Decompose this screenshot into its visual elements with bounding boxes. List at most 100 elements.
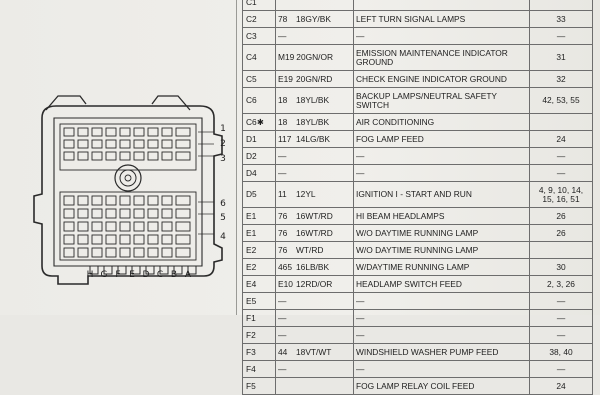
table-row: D4——— <box>242 164 593 182</box>
wire-number: — <box>278 30 287 41</box>
page-cell: 32 <box>529 70 593 88</box>
column-letter: D <box>142 270 150 280</box>
function-cell: CHECK ENGINE INDICATOR GROUND <box>353 70 530 88</box>
page-cell: — <box>529 292 593 310</box>
page-cell: 26 <box>529 207 593 225</box>
row-number: 3 <box>220 154 226 164</box>
function-cell: WINDSHIELD WASHER PUMP FEED <box>353 343 530 361</box>
page-cell: — <box>529 326 593 344</box>
function-cell: W/DAYTIME RUNNING LAMP <box>353 258 530 276</box>
wire-color: 20GN/RD <box>296 73 333 84</box>
cavity-cell: E1 <box>242 224 276 242</box>
page-cell: 42, 53, 55 <box>529 87 593 114</box>
page-cell: — <box>529 27 593 45</box>
wire-color: 16LB/BK <box>296 261 330 272</box>
page-cell: 2, 3, 26 <box>529 275 593 293</box>
table-row: F4——— <box>242 360 593 378</box>
table-row: C1 <box>242 0 593 11</box>
cavity-cell: C6 <box>242 87 276 114</box>
function-cell: FOG LAMP FEED <box>353 130 530 148</box>
function-cell: HEADLAMP SWITCH FEED <box>353 275 530 293</box>
page-cell <box>529 241 593 259</box>
cavity-cell: C2 <box>242 10 276 28</box>
wire-color: 12RD/OR <box>296 278 333 289</box>
cavity-cell: E2 <box>242 241 276 259</box>
circuit-cell: — <box>275 147 354 165</box>
function-cell: — <box>353 309 530 327</box>
page-cell: 26 <box>529 224 593 242</box>
circuit-cell: — <box>275 27 354 45</box>
table-row: D2——— <box>242 147 593 165</box>
column-letter: F <box>115 270 121 280</box>
function-cell: EMISSION MAINTENANCE INDICATOR GROUND <box>353 44 530 71</box>
page-cell: — <box>529 309 593 327</box>
wire-number: 11 <box>278 189 287 199</box>
table-row: F1——— <box>242 309 593 327</box>
cavity-cell: C1 <box>242 0 276 11</box>
page-cell: 30 <box>529 258 593 276</box>
circuit-cell: 44 18VT/WT <box>275 343 354 361</box>
cavity-cell: E4 <box>242 275 276 293</box>
function-cell: — <box>353 360 530 378</box>
cavity-cell: D4 <box>242 164 276 182</box>
function-cell: W/O DAYTIME RUNNING LAMP <box>353 224 530 242</box>
cavity-cell: C3 <box>242 27 276 45</box>
page-cell: 24 <box>529 377 593 395</box>
wire-number: E10 <box>278 278 293 289</box>
circuit-cell <box>275 377 354 395</box>
column-letter: E <box>129 270 135 280</box>
wire-number: 465 <box>278 261 292 272</box>
connector-outline-icon <box>33 95 223 285</box>
cavity-cell: E2 <box>242 258 276 276</box>
wire-color: 20GN/OR <box>296 52 334 62</box>
page-cell <box>529 113 593 131</box>
cavity-cell: F2 <box>242 326 276 344</box>
wire-number: 18 <box>278 95 288 105</box>
cavity-cell: D1 <box>242 130 276 148</box>
wire-number: — <box>278 150 287 161</box>
wire-number: M19 <box>278 52 295 62</box>
cavity-cell: C5 <box>242 70 276 88</box>
wire-number: 76 <box>278 227 288 238</box>
function-cell: — <box>353 164 530 182</box>
row-number: 1 <box>220 124 226 134</box>
column-letter: A <box>184 270 192 280</box>
cavity-cell: F4 <box>242 360 276 378</box>
circuit-cell: 465 16LB/BK <box>275 258 354 276</box>
function-cell: — <box>353 27 530 45</box>
wire-number: 44 <box>278 346 288 357</box>
wire-number: — <box>278 363 287 374</box>
cavity-cell: D5 <box>242 181 276 208</box>
row-number: 4 <box>220 232 226 242</box>
wire-color: 18VT/WT <box>296 346 332 357</box>
page-divider <box>236 0 237 315</box>
circuit-cell: — <box>275 292 354 310</box>
circuit-cell: — <box>275 309 354 327</box>
function-cell: IGNITION I - START AND RUN <box>353 181 530 208</box>
page-cell: — <box>529 360 593 378</box>
page-cell: 31 <box>529 44 593 71</box>
column-letters: H G F E D C B A <box>84 270 194 284</box>
column-letter: B <box>170 270 178 280</box>
cavity-cell: F1 <box>242 309 276 327</box>
circuit-cell: — <box>275 326 354 344</box>
row-number: 6 <box>220 199 226 209</box>
wire-color: 16WT/RD <box>296 210 333 221</box>
function-cell: — <box>353 292 530 310</box>
table-row: C3——— <box>242 27 593 45</box>
